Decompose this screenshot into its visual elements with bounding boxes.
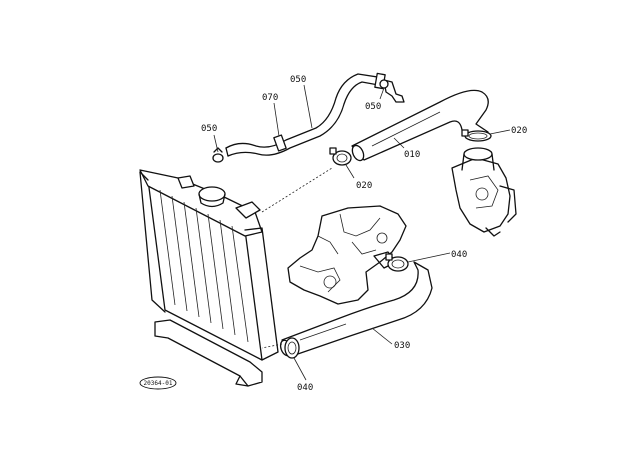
clamp-020-middle bbox=[329, 147, 352, 166]
callout-040-lower: 040 bbox=[297, 383, 313, 393]
radiator-cap bbox=[198, 186, 226, 202]
radiator bbox=[139, 169, 279, 387]
callout-labels: 050 070 050 050 020 010 020 040 030 040 bbox=[201, 75, 527, 393]
callout-040-upper: 040 bbox=[451, 250, 467, 260]
reference-code: 20364-01 bbox=[144, 380, 173, 387]
clamp-040-lower bbox=[284, 337, 300, 359]
callout-050-right: 050 bbox=[365, 102, 381, 112]
engine-block bbox=[287, 205, 407, 305]
banjo-fitting-050 bbox=[379, 79, 405, 103]
clamp-020-upper bbox=[461, 129, 492, 142]
reference-code-badge: 20364-01 bbox=[139, 376, 177, 390]
leader-lines bbox=[213, 84, 511, 381]
hose-010 bbox=[351, 89, 489, 162]
callout-070: 070 bbox=[262, 93, 278, 103]
clamp-040-upper bbox=[385, 253, 409, 272]
callout-050-top: 050 bbox=[290, 75, 306, 85]
clamp-050-left bbox=[212, 147, 224, 163]
callout-020-middle: 020 bbox=[356, 181, 372, 191]
callout-020-upper: 020 bbox=[511, 126, 527, 136]
callout-010: 010 bbox=[404, 150, 420, 160]
callout-050-left: 050 bbox=[201, 124, 217, 134]
thermostat-housing bbox=[451, 147, 517, 237]
callout-030: 030 bbox=[394, 341, 410, 351]
